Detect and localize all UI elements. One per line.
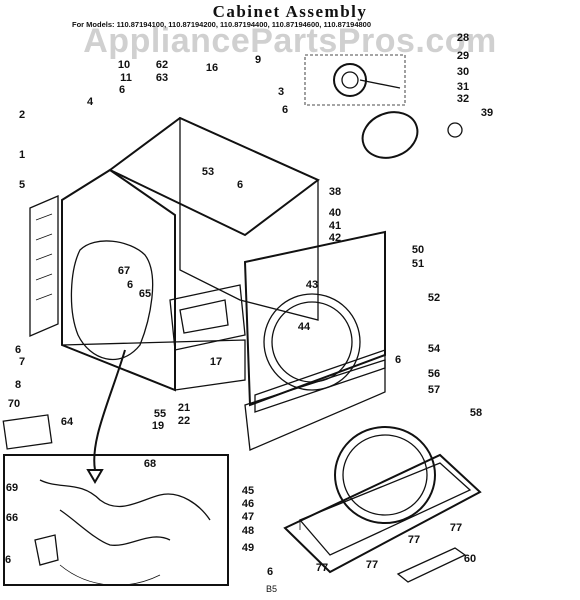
callout: 3	[277, 86, 285, 98]
drive-belt	[361, 111, 419, 159]
callout: 11	[120, 72, 132, 84]
callout: 77	[315, 562, 329, 574]
callout: 2	[18, 109, 26, 121]
callout: 30	[456, 66, 470, 78]
callout: 53	[201, 166, 215, 178]
callout: 45	[241, 485, 255, 497]
cabinet-rear-panel	[179, 116, 319, 321]
callout: 32	[456, 93, 470, 105]
callout: 19	[151, 420, 165, 432]
callout: 65	[138, 288, 152, 300]
callout: 42	[328, 232, 342, 244]
motor-box	[304, 54, 406, 106]
inset-bracket	[34, 534, 59, 566]
callout: 40	[328, 207, 342, 219]
left-rail-part	[29, 195, 59, 337]
door-seal-ring	[334, 426, 436, 524]
harness-arrow	[93, 349, 126, 471]
cabinet-base	[61, 339, 246, 391]
front-panel	[243, 230, 386, 407]
callout: 46	[241, 498, 255, 510]
callout: 54	[427, 343, 441, 355]
callout: 31	[456, 81, 470, 93]
callout: 47	[241, 511, 255, 523]
watermark: AppliancePartsPros.com	[83, 22, 497, 60]
cabinet-left-side	[61, 168, 176, 392]
callout: 4	[86, 96, 94, 108]
callout: 57	[427, 384, 441, 396]
inset-box	[3, 454, 229, 586]
callout: 6	[4, 554, 12, 566]
callout: 6	[118, 84, 126, 96]
callout: 38	[328, 186, 342, 198]
callout: 77	[449, 522, 463, 534]
callout: 49	[241, 542, 255, 554]
toe-panel	[244, 359, 386, 451]
diagram-title: Cabinet Assembly	[212, 2, 368, 21]
callout: 50	[411, 244, 425, 256]
callout: 69	[5, 482, 19, 494]
callout: 39	[480, 107, 494, 119]
part-39	[447, 122, 463, 138]
callout: 56	[427, 368, 441, 380]
callout: 68	[143, 458, 157, 470]
motor	[333, 63, 367, 97]
callout: 21	[177, 402, 191, 414]
model-numbers: For Models: 110.87194100, 110.87194200, …	[72, 20, 372, 29]
callout: 58	[469, 407, 483, 419]
bottom-tray	[283, 453, 482, 574]
callout: 44	[297, 321, 311, 333]
callout: 6	[236, 179, 244, 191]
callout: 70	[7, 398, 21, 410]
callout: 77	[365, 559, 379, 571]
callout: 6	[394, 354, 402, 366]
callout: 48	[241, 525, 255, 537]
callout: 5	[18, 179, 26, 191]
callout: 77	[407, 534, 421, 546]
callout: 6	[266, 566, 274, 578]
callout: 28	[456, 32, 470, 44]
callout: 63	[155, 72, 169, 84]
callout: 7	[18, 356, 26, 368]
callout: 55	[153, 408, 167, 420]
callout: 43	[305, 279, 319, 291]
door-opening	[263, 293, 361, 391]
callout: 64	[60, 416, 74, 428]
kick-plate	[396, 547, 467, 583]
page-code: B5	[266, 584, 278, 594]
callout: 17	[209, 356, 223, 368]
callout: 66	[5, 512, 19, 524]
callout: 6	[281, 104, 289, 116]
callout: 9	[254, 54, 262, 66]
callout: 16	[205, 62, 219, 74]
callout: 60	[463, 553, 477, 565]
part-70-card	[2, 414, 53, 450]
callout: 51	[411, 258, 425, 270]
callout: 8	[14, 379, 22, 391]
callout: 52	[427, 292, 441, 304]
callout: 10	[117, 59, 131, 71]
callout: 1	[18, 149, 26, 161]
callout: 62	[155, 59, 169, 71]
callout: 6	[126, 279, 134, 291]
callout: 22	[177, 415, 191, 427]
callout: 6	[14, 344, 22, 356]
callout: 29	[456, 50, 470, 62]
callout: 67	[117, 265, 131, 277]
callout: 41	[328, 220, 342, 232]
